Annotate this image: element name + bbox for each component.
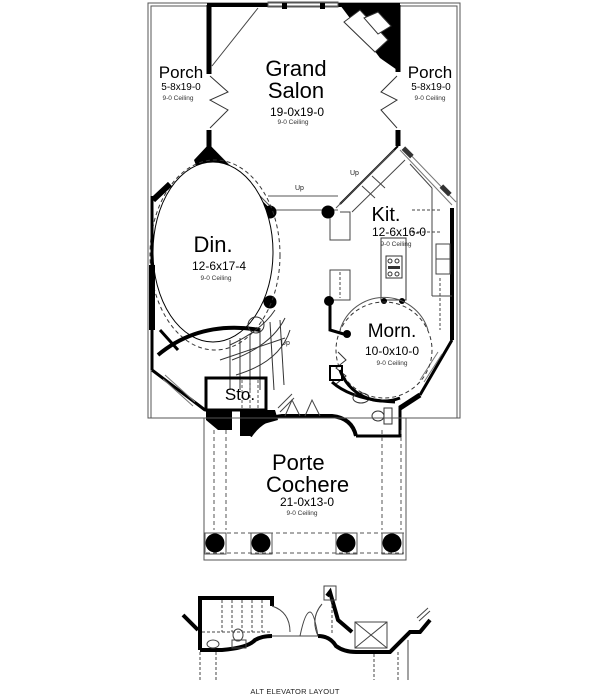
room-label-storage: Sto. <box>224 385 256 404</box>
porch-left-size: 5-8x19-0 <box>161 82 201 93</box>
storage-walls <box>204 376 268 412</box>
room-label-porch-right: Porch <box>407 63 453 82</box>
kitchen-size: 12-6x16-0 <box>371 225 427 239</box>
dining-ceiling: 9-0 Ceiling <box>200 275 232 282</box>
room-label-grand-salon: Grand Salon <box>258 58 334 102</box>
dining-size: 12-6x17-4 <box>191 259 247 273</box>
porch-right-size: 5-8x19-0 <box>411 82 451 93</box>
stair-label-main: Up <box>281 340 290 347</box>
kitchen-counters <box>329 149 452 330</box>
porte-cochere-size: 21-0x13-0 <box>279 495 335 509</box>
porte-cochere-columns <box>204 532 404 555</box>
porte-cochere-name-line2: Cochere <box>266 472 350 497</box>
grand-salon-name-line1: Grand <box>265 56 327 81</box>
stair-label-salon: Up <box>295 185 304 192</box>
column <box>321 205 335 219</box>
porch-left-ceiling: 9-0 Ceiling <box>162 95 194 102</box>
kitchen-ceiling: 9-0 Ceiling <box>380 241 412 248</box>
dining-ceiling-outline <box>149 159 281 351</box>
porte-cochere-outline <box>203 417 407 561</box>
column <box>263 295 277 309</box>
room-label-kitchen: Kit. <box>371 204 401 226</box>
room-label-morning: Morn. <box>367 321 417 342</box>
morning-ceiling-outline <box>335 301 433 399</box>
stair-label-kitchen: Up <box>350 170 359 177</box>
room-label-dining: Din. <box>193 232 233 257</box>
morning-size: 10-0x10-0 <box>364 344 420 358</box>
grand-salon-size: 19-0x19-0 <box>269 105 325 119</box>
porte-cochere-name-line1: Porte <box>272 450 325 475</box>
alt-elevator-layout <box>181 585 432 680</box>
room-label-porch-left: Porch <box>158 63 204 82</box>
room-label-porte-cochere: Porte Cochere <box>266 452 362 496</box>
main-stair <box>219 309 291 391</box>
alt-elevator-layout-caption: ALT ELEVATOR LAYOUT <box>250 687 340 696</box>
grand-salon-ceiling: 9-0 Ceiling <box>277 119 309 126</box>
grand-salon-name-line2: Salon <box>267 78 325 103</box>
morning-ceiling: 9-0 Ceiling <box>376 360 408 367</box>
porch-right-ceiling: 9-0 Ceiling <box>414 95 446 102</box>
porte-cochere-ceiling: 9-0 Ceiling <box>286 510 318 517</box>
